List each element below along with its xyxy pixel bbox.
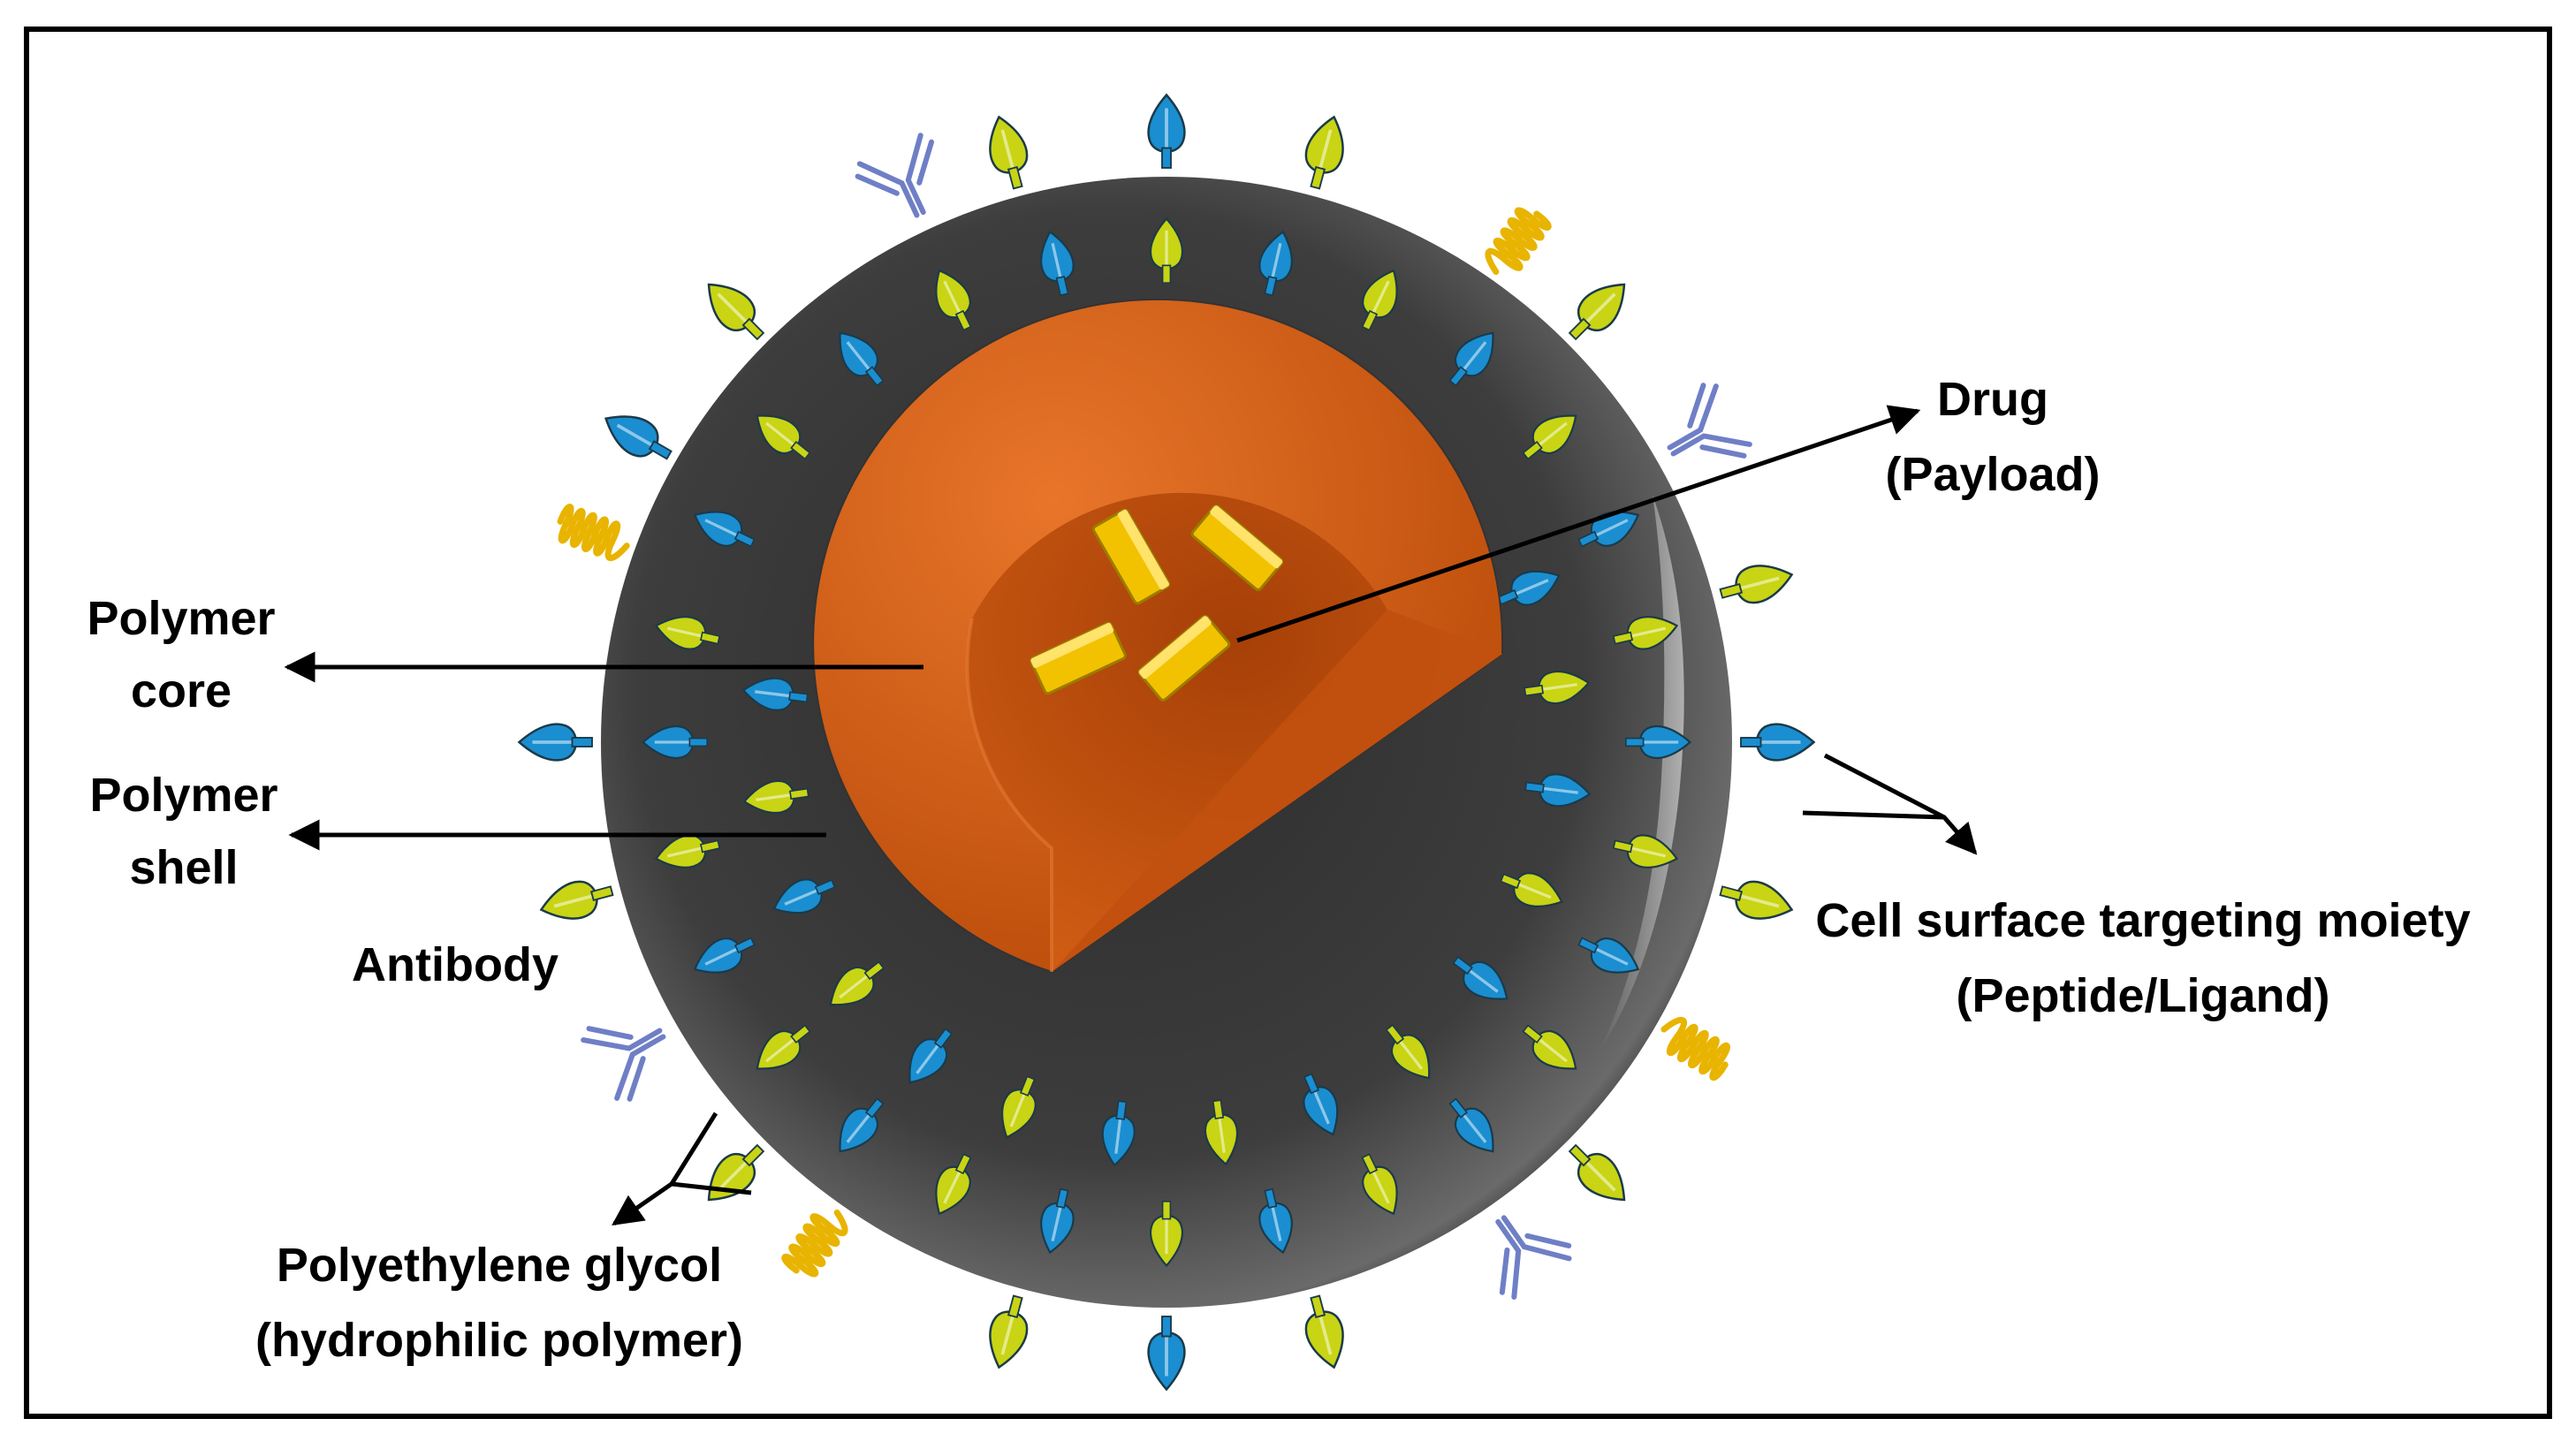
ligand-icon bbox=[1204, 1099, 1239, 1166]
ligand-icon bbox=[1304, 115, 1344, 190]
ligand-icon bbox=[1001, 1075, 1037, 1139]
peg-chain-icon bbox=[1660, 1016, 1730, 1081]
labels: Drug (Payload) Polymer core Polymer shel… bbox=[87, 373, 2470, 1367]
drug-payload bbox=[1030, 504, 1284, 702]
ligand-icon bbox=[517, 723, 593, 762]
ligand-icon bbox=[693, 937, 756, 974]
ligand-icon bbox=[1361, 269, 1398, 331]
drug-block-icon bbox=[1190, 504, 1284, 591]
ligand-icon bbox=[1385, 1024, 1431, 1080]
ligand-icon bbox=[1719, 565, 1794, 604]
ligand-icon bbox=[1612, 834, 1679, 869]
peg-chain-icon bbox=[1485, 207, 1552, 276]
ligand-icon bbox=[1361, 1153, 1398, 1216]
ligand-icon bbox=[1612, 616, 1679, 650]
ligand-icon bbox=[1500, 872, 1563, 907]
drug-arrow bbox=[1236, 405, 1921, 643]
ligand-icon bbox=[829, 960, 885, 1006]
ligand-icon bbox=[1524, 670, 1591, 705]
ligand-icon bbox=[1258, 230, 1293, 297]
ligand-icon bbox=[839, 331, 885, 387]
drug-label-line1: Drug bbox=[1937, 373, 2048, 426]
core-label-line1: Polymer bbox=[87, 592, 275, 645]
ligand-icon bbox=[1522, 414, 1577, 460]
ligand-icon bbox=[641, 724, 709, 760]
ligand-icon bbox=[935, 1153, 972, 1216]
polymer-core bbox=[812, 298, 1504, 974]
shell-highlight bbox=[1600, 495, 1684, 1051]
ligand-icon bbox=[654, 616, 721, 650]
ligand-icon bbox=[693, 511, 756, 548]
peg-label-line1: Polyethylene glycol bbox=[277, 1239, 722, 1292]
ligand-icon bbox=[1568, 1143, 1626, 1202]
ligand-icon bbox=[1149, 216, 1184, 284]
ligand-icon bbox=[1568, 283, 1626, 341]
ligand-icon bbox=[604, 415, 672, 460]
ligand-icon bbox=[989, 1294, 1029, 1369]
ligand-icon bbox=[539, 880, 614, 920]
ligand-icon bbox=[1448, 331, 1494, 387]
antibody-icon bbox=[855, 133, 935, 218]
drug-block-icon bbox=[1030, 621, 1127, 695]
ligand-icon bbox=[1719, 880, 1794, 920]
drug-block-icon bbox=[1091, 508, 1171, 605]
drug-block-icon bbox=[1137, 615, 1231, 702]
ligand-icon bbox=[1452, 955, 1508, 1000]
antibody-label: Antibody bbox=[352, 938, 559, 991]
ligand-icon bbox=[654, 834, 721, 869]
ligand-icon bbox=[1101, 1100, 1136, 1167]
ligand-icon bbox=[839, 1097, 885, 1153]
ligand-icon bbox=[1040, 230, 1075, 297]
antibody-icon bbox=[1495, 1215, 1572, 1300]
targeting-label-line2: (Peptide/Ligand) bbox=[1957, 969, 2330, 1022]
peg-chain-icon bbox=[557, 504, 630, 561]
ligand-icon bbox=[1258, 1187, 1293, 1255]
ligand-icon bbox=[756, 1024, 811, 1070]
ligand-icon bbox=[741, 677, 809, 711]
ligand-icon bbox=[1624, 724, 1692, 760]
peg-chain-icon bbox=[781, 1209, 848, 1278]
targeting-arrow bbox=[1802, 753, 1975, 853]
ligand-icon bbox=[1040, 1187, 1075, 1255]
targeting-label-line1: Cell surface targeting moiety bbox=[1815, 894, 2470, 947]
shell-ligands bbox=[641, 216, 1692, 1268]
peg-arrow bbox=[614, 1111, 752, 1224]
antibody-icon bbox=[581, 1026, 666, 1102]
ligand-icon bbox=[1304, 1294, 1344, 1369]
ligand-icon bbox=[989, 115, 1029, 190]
ligand-icon bbox=[1522, 1024, 1577, 1070]
shell-label-line1: Polymer bbox=[89, 769, 277, 822]
ligand-icon bbox=[707, 283, 765, 341]
ligand-icon bbox=[756, 414, 811, 460]
surface-moieties bbox=[517, 93, 1816, 1392]
ligand-icon bbox=[935, 269, 972, 331]
antibody-icon bbox=[1667, 383, 1752, 459]
ligand-icon bbox=[1577, 937, 1640, 974]
ligand-icon bbox=[1149, 1200, 1184, 1268]
ligand-icon bbox=[1303, 1073, 1339, 1136]
ligand-icon bbox=[772, 878, 836, 914]
core-label-line2: core bbox=[131, 664, 232, 717]
ligand-icon bbox=[1147, 1316, 1186, 1392]
peg-label-line2: (hydrophilic polymer) bbox=[255, 1314, 743, 1367]
ligand-icon bbox=[1448, 1097, 1494, 1153]
ligand-icon bbox=[1497, 570, 1561, 606]
leader-lines bbox=[284, 405, 1975, 1224]
drug-label-line2: (Payload) bbox=[1885, 448, 2100, 501]
ligand-icon bbox=[1524, 773, 1592, 808]
shell-label-line2: shell bbox=[129, 841, 238, 894]
ligand-icon bbox=[1740, 723, 1816, 762]
ligand-icon bbox=[908, 1028, 954, 1084]
ligand-icon bbox=[1577, 511, 1640, 548]
ligand-icon bbox=[1147, 93, 1186, 169]
ligand-icon bbox=[742, 779, 809, 815]
